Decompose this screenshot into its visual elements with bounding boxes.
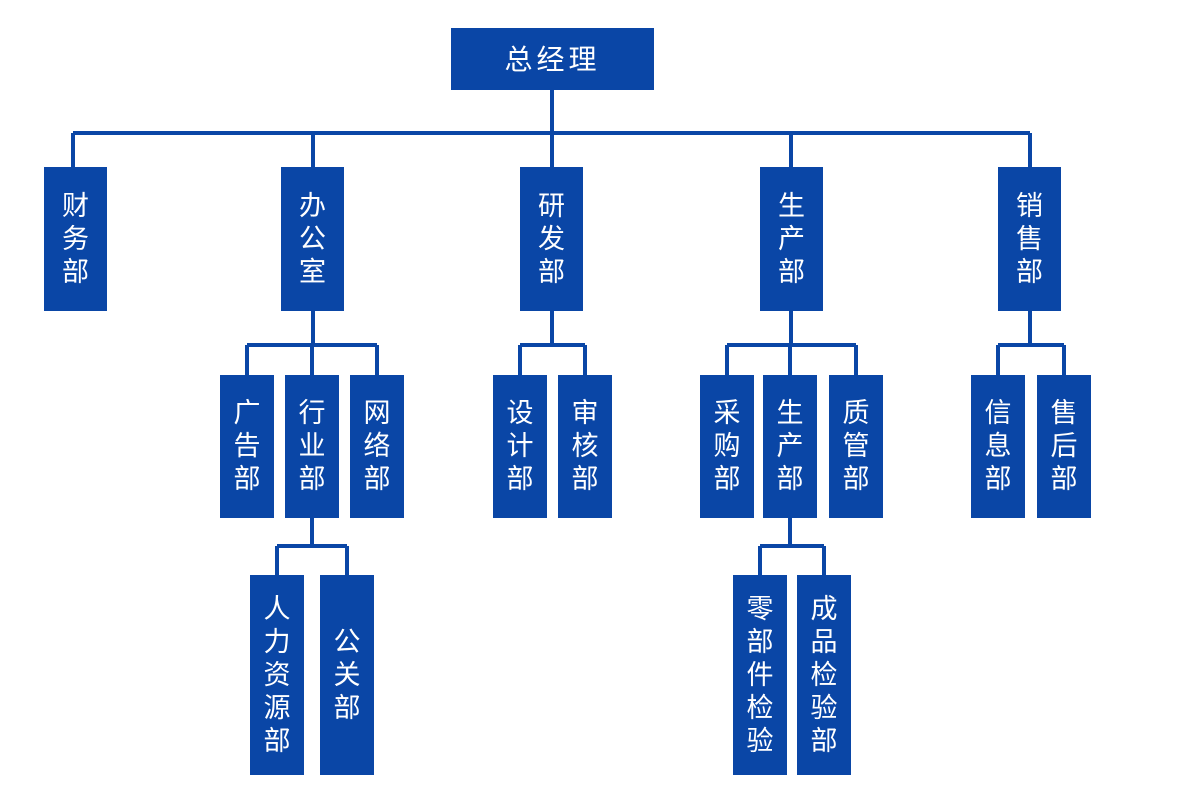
node-product-inspection: 成品检验部 (797, 575, 851, 775)
node-label: 审核部 (571, 398, 599, 495)
node-review: 审核部 (558, 375, 612, 518)
node-quality: 质管部 (829, 375, 883, 518)
node-label: 质管部 (842, 398, 870, 495)
node-label: 售后部 (1050, 398, 1078, 495)
node-pr: 公关部 (320, 575, 374, 775)
node-parts-inspection: 零部件检验 (733, 575, 787, 775)
node-label: 公关部 (333, 626, 361, 724)
node-label: 设计部 (506, 398, 534, 495)
node-label: 研发部 (538, 190, 565, 288)
node-general-manager: 总经理 (451, 28, 654, 90)
node-finance: 财务部 (44, 167, 107, 311)
node-production-sub: 生产部 (763, 375, 817, 518)
node-label: 广告部 (233, 398, 261, 495)
node-label: 生产部 (776, 398, 804, 495)
node-sales: 销售部 (998, 167, 1061, 311)
node-label: 财务部 (62, 190, 89, 288)
node-label: 成品检验部 (810, 593, 838, 757)
node-label: 总经理 (504, 42, 601, 76)
node-label: 生产部 (778, 190, 805, 288)
node-label: 零部件检验 (746, 593, 774, 757)
node-after-sales: 售后部 (1037, 375, 1091, 518)
node-label: 网络部 (363, 398, 391, 495)
node-label: 行业部 (298, 398, 326, 495)
node-label: 信息部 (984, 398, 1012, 495)
node-production: 生产部 (760, 167, 823, 311)
node-rd: 研发部 (520, 167, 583, 311)
node-advertising: 广告部 (220, 375, 274, 518)
node-industry: 行业部 (285, 375, 339, 518)
node-purchasing: 采购部 (700, 375, 754, 518)
node-label: 办公室 (299, 190, 326, 288)
node-label: 人力资源部 (263, 593, 291, 757)
node-network: 网络部 (350, 375, 404, 518)
node-office: 办公室 (281, 167, 344, 311)
node-information: 信息部 (971, 375, 1025, 518)
node-label: 采购部 (713, 398, 741, 495)
node-hr: 人力资源部 (250, 575, 304, 775)
node-label: 销售部 (1016, 190, 1043, 288)
node-design: 设计部 (493, 375, 547, 518)
